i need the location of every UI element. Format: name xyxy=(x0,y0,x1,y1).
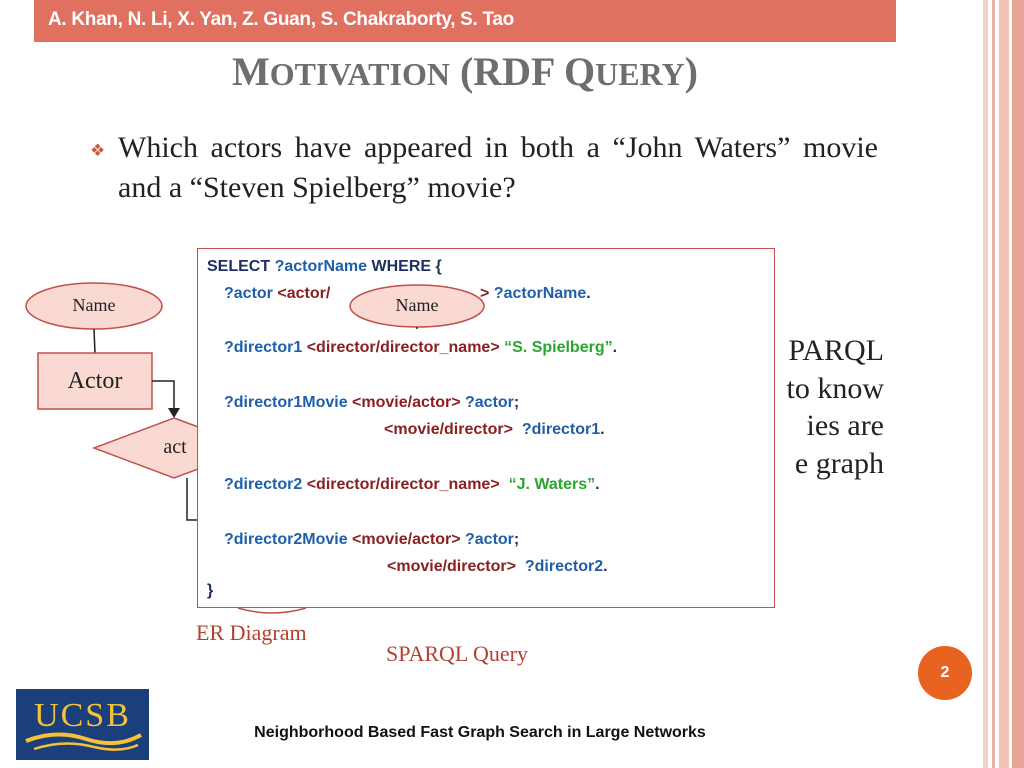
query-variable: ?actor xyxy=(465,394,514,411)
title-part: (RDF xyxy=(449,49,564,94)
query-variable: ?actorName xyxy=(493,285,587,302)
title-part: OTIVATION xyxy=(269,56,450,92)
query-predicate: > xyxy=(480,285,490,302)
query-line: > ?actorName. xyxy=(480,285,591,303)
sparql-query-caption: SPARQL Query xyxy=(386,641,529,666)
decor-stripe xyxy=(983,0,988,768)
query-keyword: SELECT xyxy=(207,258,271,275)
act-relationship-label: act xyxy=(163,436,187,458)
connector-line xyxy=(152,380,175,412)
slide-title: MOTIVATION (RDF QUERY) xyxy=(0,48,930,95)
query-variable: ?director2 xyxy=(224,476,303,493)
query-variable: ?director1Movie xyxy=(224,394,348,411)
query-predicate: <movie/actor> xyxy=(352,531,461,548)
title-part: UERY xyxy=(595,56,685,92)
query-predicate: <movie/director> xyxy=(384,421,513,438)
arrowhead xyxy=(168,408,180,418)
query-line: ?director2 <director/director_name> “J. … xyxy=(224,476,600,494)
bullet-text: Which actors have appeared in both a “Jo… xyxy=(118,131,878,204)
query-line: SELECT ?actorName WHERE { xyxy=(207,258,442,276)
query-predicate: <movie/director> xyxy=(387,558,516,575)
occluded-text-line: ies are xyxy=(806,409,884,442)
occluded-text-line: to know xyxy=(786,372,885,405)
occluded-text-line: e graph xyxy=(794,447,884,480)
query-line: ?director1Movie <movie/actor> ?actor; xyxy=(224,394,519,412)
query-punct: . xyxy=(586,285,591,302)
query-predicate: <movie/actor> xyxy=(352,394,461,411)
query-variable: ?actor xyxy=(465,531,514,548)
query-variable: ?actorName xyxy=(274,258,368,275)
title-part: M xyxy=(231,49,270,94)
query-predicate: <director/director_name> xyxy=(306,476,500,493)
query-literal: “J. Waters” xyxy=(508,476,596,493)
occluded-text-line: PARQL xyxy=(788,334,884,367)
query-punct: ; xyxy=(513,394,520,411)
name-attribute-ellipse-right xyxy=(349,284,485,329)
query-variable: ?director1 xyxy=(224,339,303,356)
title-part: Q xyxy=(564,49,596,94)
authors-text: A. Khan, N. Li, X. Yan, Z. Guan, S. Chak… xyxy=(48,9,514,30)
logo-text: UCSB xyxy=(34,697,131,734)
er-diagram-caption: ER Diagram xyxy=(196,620,307,645)
logo-wave-icon xyxy=(25,732,142,751)
query-line: ?actor <actor/ xyxy=(224,285,330,303)
title-part: ) xyxy=(684,49,698,94)
query-predicate: <director/director_name> xyxy=(306,339,500,356)
connector-line xyxy=(93,328,96,354)
query-line: ?director1 <director/director_name> “S. … xyxy=(224,339,617,357)
query-keyword: WHERE { xyxy=(371,258,442,275)
decor-stripe xyxy=(992,0,995,768)
query-punct: ; xyxy=(513,531,520,548)
query-variable: ?actor xyxy=(224,285,273,302)
ucsb-logo: UCSB xyxy=(16,689,149,760)
query-variable: ?director1 xyxy=(521,421,601,438)
query-variable: ?director2Movie xyxy=(224,531,348,548)
query-punct: . xyxy=(612,339,618,356)
query-predicate: <actor/ xyxy=(277,285,331,302)
connector-line xyxy=(186,478,197,521)
query-line: ?director2Movie <movie/actor> ?actor; xyxy=(224,531,519,549)
actor-entity-box xyxy=(37,352,153,410)
name-attribute-label: Name xyxy=(395,295,439,315)
query-variable: ?director2 xyxy=(524,558,604,575)
query-punct: . xyxy=(595,476,600,493)
decor-stripe xyxy=(999,0,1009,768)
query-line: <movie/director> ?director1. xyxy=(384,421,605,439)
query-line: <movie/director> ?director2. xyxy=(387,558,608,576)
entity-ellipse-partial xyxy=(237,607,307,614)
page-number-badge: 2 xyxy=(918,646,972,700)
name-attribute-label: Name xyxy=(72,295,116,315)
sparql-query-box: SELECT ?actorName WHERE { ?actor <actor/… xyxy=(197,248,775,608)
footer-title: Neighborhood Based Fast Graph Search in … xyxy=(254,724,706,741)
authors-bar: A. Khan, N. Li, X. Yan, Z. Guan, S. Chak… xyxy=(34,0,896,42)
actor-entity-label: Actor xyxy=(67,368,123,394)
query-punct: . xyxy=(603,558,608,575)
query-closing-brace: } xyxy=(207,582,214,599)
diamond-bullet-icon: ❖ xyxy=(90,141,106,160)
decor-stripe xyxy=(1012,0,1024,768)
query-literal: “S. Spielberg” xyxy=(504,339,613,356)
query-punct: . xyxy=(600,421,605,438)
